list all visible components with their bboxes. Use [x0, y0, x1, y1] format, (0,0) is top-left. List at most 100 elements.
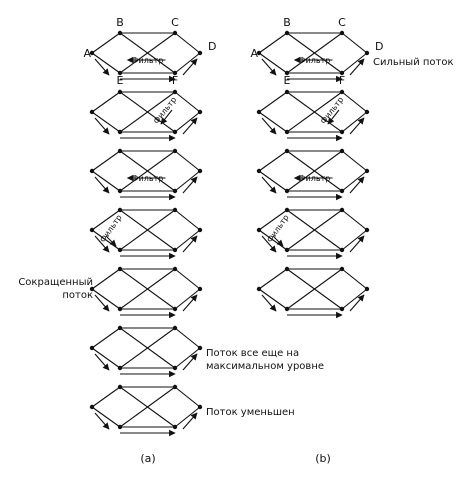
edge-c-e: [286, 150, 343, 192]
inflow-arrow: [94, 294, 110, 312]
node-b: [117, 148, 123, 154]
node-d: [364, 227, 370, 233]
edge-a-e: [258, 111, 288, 133]
network-row-2: Фильтр: [256, 148, 370, 201]
inflow-arrow: [94, 176, 110, 194]
node-a: [89, 50, 95, 56]
edge-c-e: [119, 91, 176, 133]
node-c: [172, 266, 178, 272]
edge-c-e: [286, 209, 343, 251]
node-d: [197, 227, 203, 233]
outflow-arrow: [349, 235, 365, 253]
annotation-a-row4-line0: Сокращенный: [18, 277, 93, 288]
node-d: [197, 345, 203, 351]
inflow-arrow: [261, 58, 277, 76]
outflow-arrow: [349, 117, 365, 135]
edge-f-d: [174, 406, 201, 428]
node-e: [284, 70, 290, 76]
node-f: [172, 188, 178, 194]
edge-f-d: [341, 170, 368, 192]
node-label-f: F: [339, 74, 345, 87]
edge-c-e: [119, 150, 176, 192]
edge-c-e: [119, 32, 176, 74]
node-a: [256, 227, 262, 233]
inflow-arrow: [94, 117, 110, 135]
node-b: [284, 207, 290, 213]
inflow-arrow: [261, 235, 277, 253]
filter-label: Фильтр: [265, 213, 291, 244]
inflow-arrow: [261, 294, 277, 312]
edge-c-d: [174, 209, 201, 231]
outflow-arrow: [349, 294, 365, 312]
edge-a-e: [258, 170, 288, 192]
edge-f-d: [174, 111, 201, 133]
outflow-arrow: [182, 412, 198, 430]
node-b: [117, 384, 123, 390]
node-e: [117, 247, 123, 253]
node-a: [89, 404, 95, 410]
edge-a-e: [91, 229, 121, 251]
edge-c-d: [341, 268, 368, 290]
edge-f-d: [341, 111, 368, 133]
node-label-b: B: [116, 16, 124, 29]
edge-c-d: [174, 91, 201, 113]
outflow-arrow: [182, 176, 198, 194]
node-f: [172, 70, 178, 76]
outflow-arrow: [349, 58, 365, 76]
node-e: [117, 188, 123, 194]
node-a: [256, 109, 262, 115]
annotation-b-row0-line0: Сильный поток: [373, 57, 454, 68]
edge-f-d: [174, 170, 201, 192]
annotation-a-row6-line0: Поток уменьшен: [206, 407, 295, 418]
edge-f-d: [341, 52, 368, 74]
outflow-arrow: [182, 353, 198, 371]
edge-a-b: [91, 268, 121, 290]
filter-arrow: [160, 109, 173, 125]
edge-c-d: [174, 327, 201, 349]
edge-c-e: [119, 268, 176, 310]
node-f: [339, 70, 345, 76]
network-row-1: Фильтр: [89, 89, 203, 142]
node-d: [364, 109, 370, 115]
node-b: [117, 89, 123, 95]
annotation-a-row4-line1: поток: [62, 290, 93, 301]
node-e: [284, 247, 290, 253]
edge-f-d: [174, 229, 201, 251]
node-e: [117, 365, 123, 371]
node-d: [197, 168, 203, 174]
edge-f-d: [341, 229, 368, 251]
filter-label: Фильтр: [98, 213, 124, 244]
node-c: [339, 207, 345, 213]
node-a: [89, 109, 95, 115]
edge-a-b: [258, 32, 288, 54]
edge-a-e: [91, 52, 121, 74]
edge-c-d: [341, 150, 368, 172]
edge-c-d: [174, 268, 201, 290]
node-a: [89, 168, 95, 174]
node-e: [284, 188, 290, 194]
network-row-4: [256, 266, 370, 319]
node-f: [172, 129, 178, 135]
node-b: [117, 266, 123, 272]
node-f: [172, 424, 178, 430]
edge-c-d: [174, 150, 201, 172]
node-e: [117, 70, 123, 76]
edge-c-d: [341, 209, 368, 231]
edge-a-b: [258, 209, 288, 231]
edge-a-e: [91, 111, 121, 133]
edge-c-e: [119, 209, 176, 251]
node-b: [117, 30, 123, 36]
inflow-arrow: [94, 412, 110, 430]
edge-a-e: [91, 288, 121, 310]
node-c: [339, 148, 345, 154]
node-label-c: C: [338, 16, 346, 29]
node-d: [197, 404, 203, 410]
node-b: [284, 266, 290, 272]
node-f: [339, 188, 345, 194]
node-f: [172, 247, 178, 253]
edge-f-d: [174, 288, 201, 310]
